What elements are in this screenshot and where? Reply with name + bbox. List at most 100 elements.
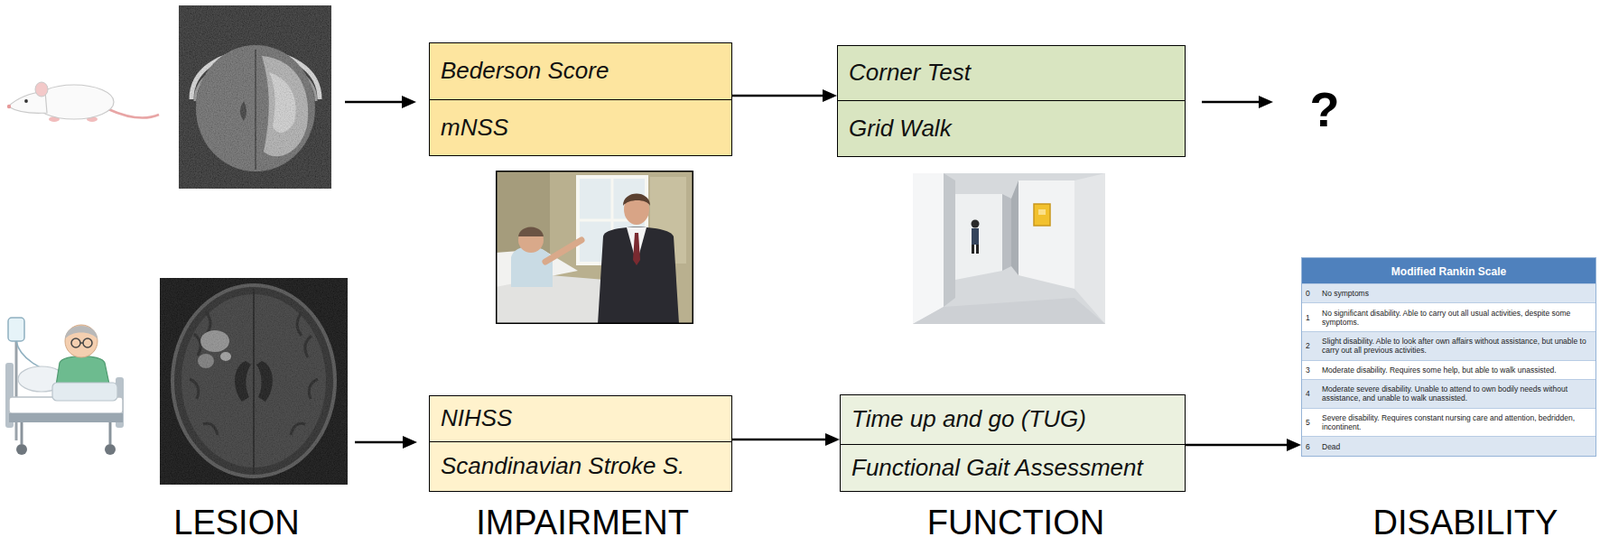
- patient-icon: [109, 422, 112, 445]
- maze-image: [1002, 194, 1012, 271]
- measure-box: Functional Gait Assessment: [839, 444, 1186, 493]
- rat-mri-image: [178, 5, 332, 189]
- maze-image: [1033, 204, 1051, 226]
- maze-image: [943, 173, 956, 307]
- doctor-exam-photo: [518, 227, 544, 253]
- flow-arrow: [732, 438, 829, 442]
- table-row: 0No symptoms: [1302, 283, 1596, 303]
- rat-icon: [35, 82, 48, 97]
- rat-icon: [7, 82, 159, 122]
- measure-name: Bederson Score: [440, 57, 609, 85]
- unknown-mark: ?: [1310, 83, 1340, 137]
- grade-description: No symptoms: [1321, 288, 1592, 298]
- maze-image: [1074, 173, 1106, 325]
- grade-description: Moderate disability. Requires some help,…: [1321, 365, 1592, 375]
- doctor-exam-photo: [495, 170, 694, 325]
- flow-arrow: [1201, 101, 1263, 104]
- human-mri-image: [159, 278, 348, 485]
- stage-label: DISABILITY: [1373, 504, 1559, 543]
- measure-name: Scandinavian Stroke S.: [440, 453, 685, 481]
- measure-name: Time up and go (TUG): [851, 406, 1087, 434]
- human-mri-image: [159, 278, 348, 485]
- maze-image: [976, 244, 979, 254]
- patient-icon: [104, 444, 116, 456]
- scale-grade: 5: [1305, 418, 1322, 428]
- flow-arrow: [732, 94, 827, 98]
- patient-icon: [9, 413, 123, 423]
- table-row: 5Severe disability. Requires constant nu…: [1302, 408, 1596, 438]
- doctor-exam-photo: [518, 227, 544, 238]
- grade-description: Slight disability. Able to look after ow…: [1321, 336, 1592, 355]
- maze-image: [912, 173, 1106, 325]
- measure-box: Scandinavian Stroke S.: [428, 441, 733, 493]
- patient-icon: [16, 444, 28, 456]
- table-row: 1No significant disability. Able to carr…: [1302, 302, 1596, 332]
- maze-image: [1038, 209, 1046, 215]
- patient-icon: [20, 422, 24, 445]
- patient-icon: [5, 317, 124, 456]
- table-row: 4Moderate severe disability. Unable to a…: [1302, 379, 1596, 409]
- maze-image: [971, 244, 975, 254]
- stage-label: LESION: [173, 504, 299, 543]
- measure-box: Bederson Score: [428, 42, 733, 101]
- rat-mri-image: [178, 5, 332, 189]
- patient-icon: [83, 338, 93, 348]
- grade-description: No significant disability. Able to carry…: [1321, 308, 1592, 327]
- flow-arrow: [1185, 444, 1291, 447]
- scale-grade: 3: [1305, 365, 1322, 375]
- table-row: 6Dead: [1302, 436, 1596, 456]
- doctor-exam-photo: [545, 240, 582, 262]
- measure-name: Grid Walk: [848, 115, 952, 143]
- patient-icon: [8, 317, 25, 342]
- patient-icon: [65, 325, 98, 340]
- human-mri-image: [159, 278, 348, 485]
- maze-image: [971, 228, 979, 245]
- doctor-exam-photo: [623, 194, 651, 207]
- maze-image: [912, 297, 1106, 325]
- patient-icon: [71, 338, 81, 348]
- table-header: Modified Rankin Scale: [1302, 258, 1596, 284]
- doctor-exam-photo: [495, 170, 694, 325]
- scale-table: Modified Rankin Scale0No symptoms1No sig…: [1301, 257, 1597, 457]
- patient-icon: [65, 325, 98, 358]
- doctor-exam-photo: [632, 232, 641, 266]
- scale-grade: 1: [1305, 313, 1322, 323]
- maze-image: [912, 173, 944, 325]
- stage-label: FUNCTION: [927, 504, 1105, 543]
- stage-label: IMPAIRMENT: [475, 504, 689, 543]
- grade-description: Dead: [1321, 442, 1592, 452]
- flow-arrow: [354, 441, 407, 445]
- scale-grade: 2: [1305, 341, 1322, 351]
- measure-name: Corner Test: [848, 59, 971, 87]
- grade-description: Moderate severe disability. Unable to at…: [1321, 384, 1592, 403]
- measure-name: Functional Gait Assessment: [851, 455, 1144, 483]
- doctor-exam-photo: [495, 170, 694, 325]
- measure-name: NIHSS: [440, 405, 512, 433]
- maze-image: [955, 194, 1003, 280]
- scale-grade: 6: [1305, 442, 1322, 452]
- patient-icon: [52, 382, 118, 401]
- table-row: 2Slight disability. Able to look after o…: [1302, 331, 1596, 361]
- table-title: Modified Rankin Scale: [1391, 265, 1507, 279]
- measure-box: Corner Test: [837, 45, 1186, 102]
- measure-box: NIHSS: [428, 395, 733, 443]
- scale-grade: 0: [1305, 288, 1322, 298]
- patient-icon: [80, 342, 84, 345]
- rat-icon: [108, 109, 159, 119]
- table-row: 3Moderate disability. Requires some help…: [1302, 360, 1596, 380]
- doctor-exam-photo: [623, 194, 650, 225]
- scale-grade: 4: [1305, 389, 1322, 399]
- maze-image: [1011, 180, 1019, 276]
- grade-description: Severe disability. Requires constant nur…: [1321, 413, 1592, 432]
- measure-box: mNSS: [428, 99, 733, 157]
- measure-box: Time up and go (TUG): [839, 394, 1186, 446]
- maze-image: [1018, 180, 1075, 289]
- rat-mri-image: [178, 5, 332, 189]
- measure-box: Grid Walk: [837, 100, 1186, 158]
- maze-image: [912, 173, 1106, 325]
- flow-arrow: [344, 101, 406, 104]
- rat-icon: [7, 104, 11, 109]
- maze-image: [971, 220, 980, 229]
- measure-name: mNSS: [440, 114, 509, 142]
- doctor-exam-photo: [597, 227, 680, 326]
